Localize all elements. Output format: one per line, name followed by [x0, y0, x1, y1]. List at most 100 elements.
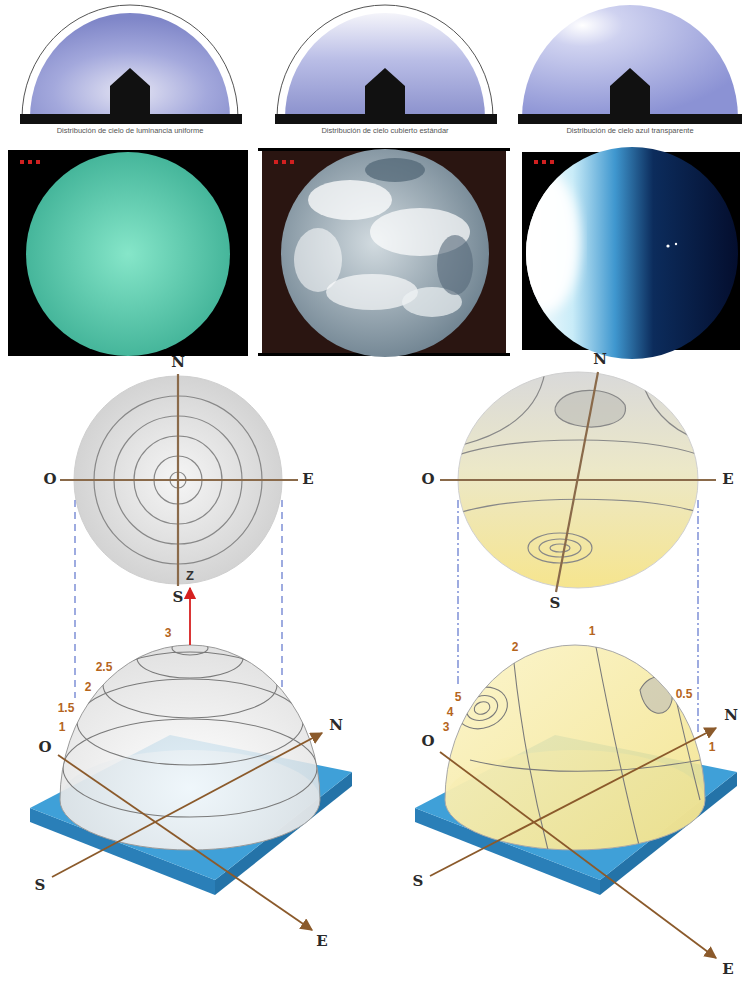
- ground-bar: [275, 114, 497, 124]
- sky-dome: [60, 645, 320, 850]
- contour-line: [640, 376, 700, 440]
- sun-glare: [512, 172, 580, 312]
- contour-line: [672, 680, 700, 800]
- contour-ring: [472, 700, 491, 717]
- dashed-guide: [281, 500, 282, 690]
- luminance-value: 2: [85, 681, 92, 695]
- sky-dome: [445, 645, 705, 850]
- clear-sky-dome: [518, 5, 742, 124]
- photo-stamp: [20, 160, 24, 164]
- sky-caption: Distribución de cielo de luminancia unif…: [57, 127, 204, 136]
- luminance-value: 2.5: [96, 661, 113, 675]
- contour-line: [458, 440, 700, 455]
- photo-frame: [8, 150, 248, 356]
- compass-letter: O: [421, 733, 434, 750]
- sun-glow: [512, 172, 580, 312]
- contour-line: [596, 647, 640, 849]
- dashed-guide: [457, 500, 458, 685]
- compass-axis: [60, 479, 298, 481]
- dome-fill: [522, 5, 738, 118]
- fisheye-sky: [26, 152, 230, 356]
- sky-caption: Distribución de cielo cubierto estándar: [321, 127, 448, 136]
- luminance-value: 3: [443, 721, 450, 735]
- compass-letter: N: [329, 717, 343, 734]
- compass-letter: S: [413, 873, 424, 890]
- luminance-value: 5: [455, 691, 462, 705]
- photo-stamp: [282, 160, 286, 164]
- cloud-shadow: [365, 158, 425, 182]
- luminance-value: 1: [589, 625, 596, 639]
- contour-ring: [528, 533, 592, 563]
- cloud: [308, 180, 392, 220]
- luminance-value: 1: [709, 741, 716, 755]
- contour-ring: [103, 652, 277, 718]
- luminance-value: 4: [447, 706, 454, 720]
- uniform-sky-photo: [8, 150, 248, 356]
- axis-arrow: [440, 752, 716, 958]
- photo-stamp: [36, 160, 40, 164]
- compass-letter: N: [171, 354, 185, 371]
- contour-line: [514, 663, 548, 850]
- house-silhouette: [365, 68, 405, 114]
- dome-fill: [285, 13, 485, 118]
- zenith-arrow: [189, 588, 191, 645]
- axis-arrow: [58, 755, 312, 930]
- photo-stamp: [28, 160, 32, 164]
- ground-bar: [518, 114, 742, 124]
- contour-line: [462, 499, 698, 512]
- compass-letter: S: [35, 877, 46, 894]
- fisheye-sky: [281, 149, 489, 357]
- photo-stamp: [542, 160, 546, 164]
- compass-letter: E: [316, 933, 327, 950]
- compass-letter: O: [421, 471, 434, 488]
- ground-bar: [20, 114, 242, 124]
- contour-lines: [451, 647, 700, 850]
- dome-fill: [30, 13, 230, 118]
- dome-rim: [22, 5, 238, 118]
- contour-ring: [77, 679, 303, 765]
- luminance-value: 1: [59, 721, 66, 735]
- dome-rim: [277, 5, 493, 118]
- axis-arrow: [52, 733, 322, 877]
- luminance-value: 0.5: [676, 688, 693, 702]
- cloud-shadow: [437, 235, 473, 295]
- clear-3d-dome: [415, 645, 737, 958]
- axis-arrow: [430, 728, 716, 876]
- uniform-sky-dome: [20, 5, 242, 124]
- clouds: [294, 158, 473, 317]
- overcast-3d-dome: [30, 588, 352, 930]
- contour-rings: [63, 638, 317, 817]
- compass-letter: O: [38, 739, 51, 756]
- sky-caption: Distribución de cielo azul transparente: [566, 127, 693, 136]
- photo-stamp: [274, 160, 278, 164]
- overcast-sky-dome: [275, 5, 497, 124]
- compass-letter: S: [173, 589, 184, 606]
- house-silhouette: [610, 68, 650, 114]
- luminance-value: 1.5: [58, 702, 75, 716]
- compass-letter: O: [43, 471, 56, 488]
- star-dot: [675, 243, 677, 245]
- contour-ring: [550, 544, 570, 552]
- compass-letter: N: [593, 351, 607, 368]
- contour-ring: [463, 691, 501, 724]
- cloud: [294, 228, 342, 292]
- overcast-sky-photo: [258, 148, 510, 357]
- contour-line: [462, 372, 545, 445]
- compass-letter: S: [550, 595, 561, 612]
- house-silhouette: [110, 68, 150, 114]
- compass-letter: E: [302, 471, 313, 488]
- contour-ring: [63, 719, 317, 817]
- photo-stamp: [534, 160, 538, 164]
- luminance-value: 2: [512, 641, 519, 655]
- dashed-guide: [74, 500, 75, 698]
- dashed-guide: [697, 500, 698, 735]
- photo-stamp: [290, 160, 294, 164]
- compass-axis: [556, 372, 598, 592]
- contour-ring: [539, 539, 581, 557]
- compass-axis: [440, 479, 716, 481]
- contour-ring: [451, 680, 514, 735]
- photo-stamp: [550, 160, 554, 164]
